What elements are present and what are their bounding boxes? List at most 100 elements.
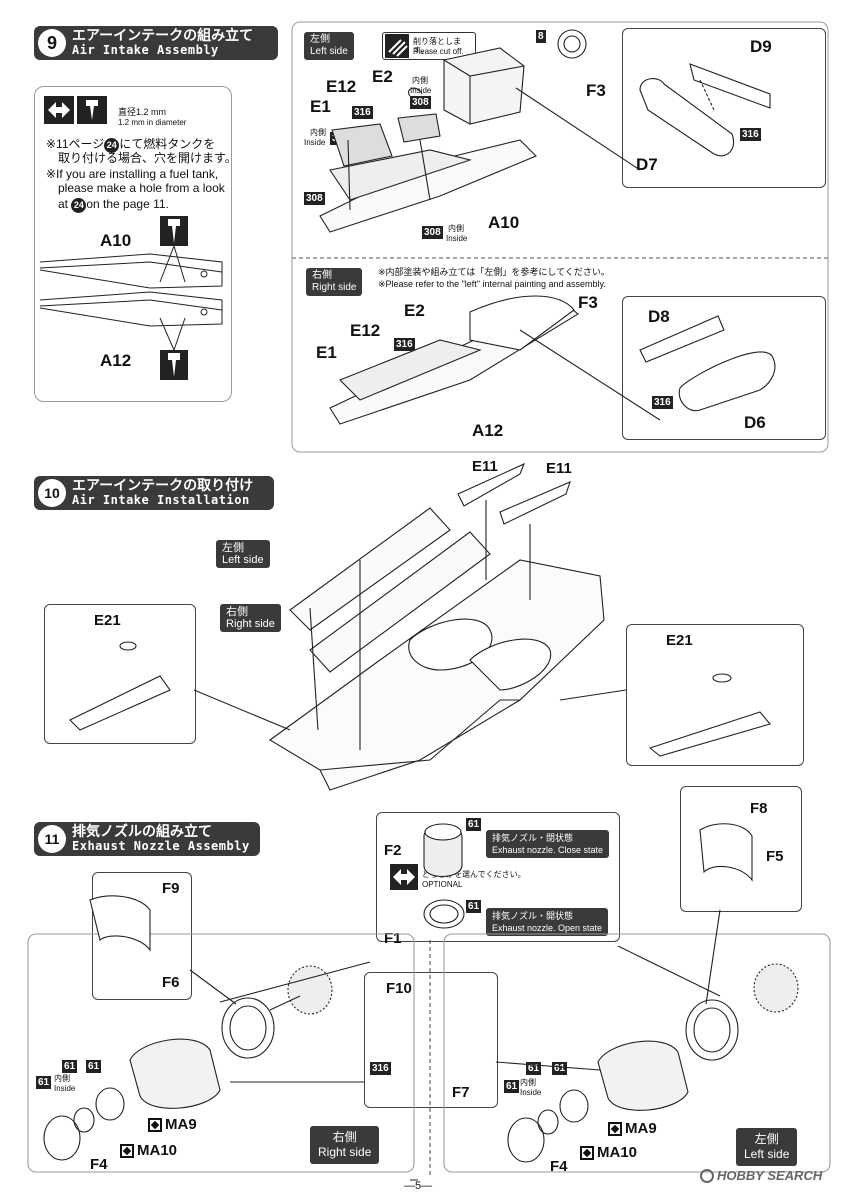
paint-316-e12-right: 316 [394,338,415,351]
inside-jp-e1: 内側 [310,128,326,137]
hobby-search-logo-icon [700,1168,714,1183]
inside-jp-a10: 内側 [448,224,464,233]
part-label-f4-right: F4 [90,1156,108,1173]
optional-icon [390,864,418,890]
ma9-diamond-icon-left [608,1121,622,1136]
paint-61-f2: 61 [466,818,482,831]
inside-jp-right: 内側 [54,1074,70,1083]
part-label-f3-right: F3 [578,293,598,312]
ma10-diamond-icon [120,1143,134,1158]
fuel-tank-note-panel [34,86,232,402]
drill-tip-icon-top [160,216,188,246]
step10-title-jp: エアーインテークの取り付け [72,477,254,493]
part-label-f6: F6 [162,974,180,991]
step11-number: 11 [38,825,66,853]
part-label-e1-right: E1 [316,343,337,362]
part-label-a12-right: A12 [472,421,504,440]
optional-en: OPTIONAL [422,880,463,889]
ma9-right: MA9 [148,1116,197,1133]
part-label-f2: F2 [384,842,402,859]
paint-308-e2: 308 [410,96,431,109]
watermark: HOBBY SEARCH [700,1168,822,1183]
part-label-d7: D7 [636,155,658,174]
f8-f5-detail-panel [680,786,802,912]
part-label-e2-right: E2 [404,301,425,320]
paint-61-inside-right: 61 [36,1076,52,1089]
inside-en-e1: Inside [304,138,326,147]
part-label-f10: F10 [386,980,412,997]
part-label-f4-left: F4 [550,1158,568,1175]
paint-316-d6: 316 [652,396,673,409]
page-number: —5— [404,1180,433,1192]
part-label-f1: F1 [384,930,402,947]
inside-en-left: Inside [520,1088,542,1097]
paint-316-d9: 316 [740,128,761,141]
paint-316-f7: 316 [370,1062,391,1075]
fuel-note-en-2: please make a hole from a look [58,181,225,195]
part-label-f5: F5 [766,848,784,865]
ma9-left: MA9 [608,1120,657,1137]
optional-jp: どちらかを選んでください。 [422,870,526,879]
inside-jp-left: 内側 [520,1078,536,1087]
right-note-en: ※Please refer to the "left" internal pai… [378,279,606,289]
step9-header: 9 エアーインテークの組み立て Air Intake Assembly [34,26,278,60]
step10-header: 10 エアーインテークの取り付け Air Intake Installation [34,476,274,510]
paint-code-8: 8 [536,30,546,43]
ma10-right: MA10 [120,1142,177,1159]
part-label-f7: F7 [452,1084,470,1101]
fuel-note-en-1: ※If you are installing a fuel tank, [46,167,219,181]
f10-f7-detail-panel [364,972,498,1108]
paint-308-a10-left: 308 [304,192,325,205]
step10-title-en: Air Intake Installation [72,493,250,507]
inside-jp-e2: 内側 [412,76,428,85]
ma9-diamond-icon [148,1117,162,1132]
inside-en-e2: Inside [410,86,432,95]
step9-title-en: Air Intake Assembly [72,43,219,57]
step10-number: 10 [38,479,66,507]
part-label-d6: D6 [744,413,766,432]
part-label-f3-top: F3 [586,81,606,100]
paint-61-b-left: 61 [552,1062,568,1075]
cut-off-icon: 削り落とします。 Please cut off. [382,32,476,60]
right-note-jp: ※内部塗装や組み立ては「左側」を参考にしてください。 [378,267,610,277]
part-label-e11-left: E11 [472,458,498,475]
paint-308-e1: 308 [330,132,351,145]
step11-title-en: Exhaust Nozzle Assembly [72,839,250,853]
paint-308-a10-bottom: 308 [422,226,443,239]
paint-61-inside-left: 61 [504,1080,520,1093]
part-label-a10-top: A10 [488,213,520,232]
part-label-e1-top: E1 [310,97,331,116]
step11-title-jp: 排気ノズルの組み立て [72,823,212,839]
part-label-f9: F9 [162,880,180,897]
paint-316-e12: 316 [352,106,373,119]
ma10-diamond-icon-left [580,1145,594,1160]
e21-detail-panel-right [626,624,804,766]
paint-61-b-right: 61 [86,1060,102,1073]
part-label-a12-left: A12 [100,351,132,370]
part-label-e21-left: E21 [94,612,121,629]
part-label-e12-top: E12 [326,77,357,96]
part-label-e12-right: E12 [350,321,381,340]
drill-size-jp: 直径1.2 mm [118,107,167,117]
drill-tip-icon-bottom [160,350,188,380]
part-label-d8: D8 [648,307,670,326]
ref-24-badge-en: 24 [71,198,87,213]
part-label-e21-right: E21 [666,632,693,649]
ref-24-badge: 24 [104,138,120,153]
part-label-e11-right: E11 [546,460,572,477]
drill-icon [44,96,108,124]
inside-en-right: Inside [54,1084,76,1093]
ma10-left: MA10 [580,1144,637,1161]
inside-en-a10: Inside [446,234,468,243]
step9-number: 9 [38,29,66,57]
part-label-a10-left: A10 [100,231,132,250]
